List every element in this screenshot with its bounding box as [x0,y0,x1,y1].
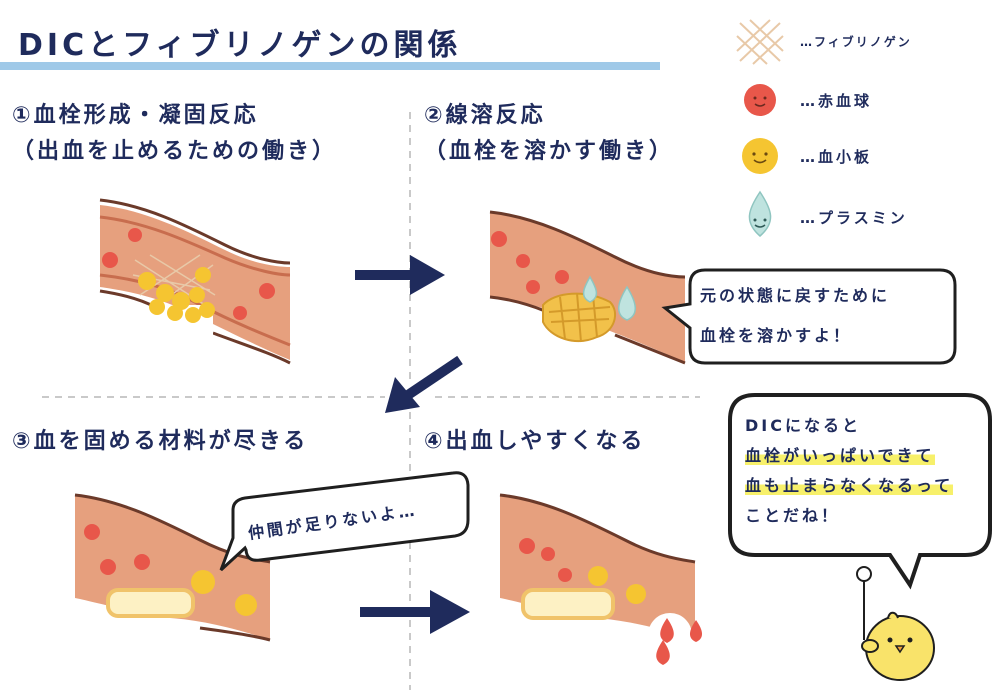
stage4-title: ④出血しやすくなる [424,429,646,454]
bubble-chick-line2-text: 血栓がいっぱいできて [745,446,935,465]
bubble-plasmin-line2: 血栓を溶かすよ！ [700,326,853,345]
stage1-subtitle: （出血を止めるための働き） [12,139,338,164]
stage3-title: ③血を固める材料が尽きる [12,429,309,454]
arrow-down-left-icon [385,355,463,413]
legend-rbc-label: …赤血球 [800,92,873,110]
bubble-chick-line2: 血栓がいっぱいできて [745,442,935,466]
vessel-stage1 [99,198,291,365]
fibrinogen-mesh-icon [736,19,784,65]
bubble-chick-line1: DICになると [745,416,861,435]
title-underline [0,62,660,70]
stage1-title: ①血栓形成・凝固反応 [12,103,259,128]
legend-plasmin-label: …プラスミン [800,209,908,227]
bubble-chick-line3: 血も止まらなくなるって [745,472,954,496]
stage2-title: ②線溶反応 [424,103,546,128]
vessel-stage2 [489,210,686,365]
bubble-plasmin-line1: 元の状態に戻すために [700,286,891,305]
speech-bubble-plasmin [661,268,957,365]
legend-platelet-label: …血小板 [800,148,873,166]
chick-mascot-icon [856,566,935,681]
arrow-right-icon [360,590,470,634]
vessel-stage4 [499,493,703,665]
red-blood-cell-icon [744,84,776,116]
vessel-stage3 [74,493,271,642]
legend-fibrinogen-label: …フィブリノゲン [800,35,912,49]
platelet-icon [742,138,778,174]
speech-bubble-platelet [219,471,470,572]
arrow-right-icon [355,255,445,295]
bubble-chick-line3-text: 血も止まらなくなるって [745,476,954,495]
page-title: DICとフィブリノゲンの関係 [18,28,462,63]
stage2-subtitle: （血栓を溶かす働き） [424,139,675,164]
plasmin-drop-icon [748,190,772,237]
bubble-chick-line4: ことだね！ [745,506,841,525]
